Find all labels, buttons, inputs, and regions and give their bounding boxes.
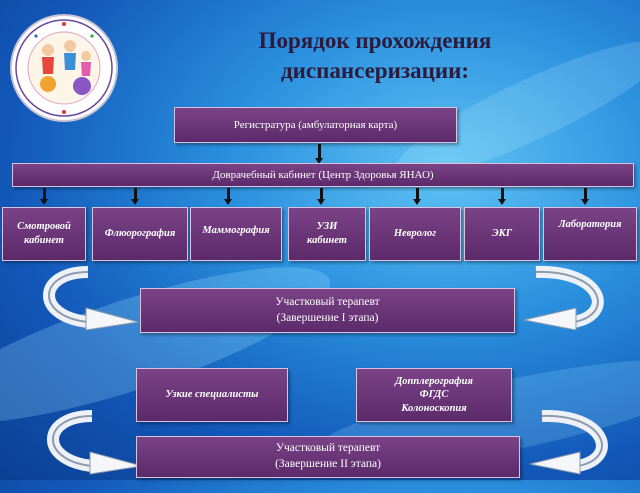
fluorography-node: Флюорография — [92, 207, 188, 261]
arrow-to-laboratory — [581, 188, 589, 205]
therapist-2-line-1: Участковый терапевт — [275, 442, 381, 455]
exam-room-node: Смотровой кабинет — [2, 207, 86, 261]
title-line-2: диспансеризации: — [281, 58, 469, 83]
ultrasound-line-1: УЗИ — [316, 220, 338, 232]
prehospital-node: Доврачебный кабинет (Центр Здоровья ЯНАО… — [12, 163, 634, 187]
diagnostics-line-1: Допплерография — [395, 375, 473, 387]
arrow-to-ultrasound — [317, 188, 325, 205]
laboratory-node: Лаборатория — [543, 207, 637, 261]
diagnostics-node: Допплерография ФГДС Колоноскопия — [356, 368, 512, 422]
therapist-stage-1-node: Участковый терапевт (Завершение I этапа) — [140, 288, 515, 333]
page-title: Порядок прохождения диспансеризации: — [185, 26, 565, 86]
arrow-registry-to-prehospital — [315, 144, 323, 164]
registry-node: Регистратура (амбулаторная карта) — [174, 107, 457, 143]
curved-arrow-left-stage-2 — [47, 410, 143, 475]
neurologist-node: Невролог — [369, 207, 461, 261]
laboratory-label: Лаборатория — [558, 219, 622, 230]
curved-arrow-right-stage-1 — [523, 265, 604, 330]
therapist-1-line-2: (Завершение I этапа) — [276, 311, 379, 324]
arrow-to-ecg — [498, 188, 506, 205]
therapist-2-line-2: (Завершение II этапа) — [275, 458, 381, 470]
therapist-1-line-1: Участковый терапевт — [275, 295, 380, 308]
logo — [10, 14, 118, 122]
exam-room-line-2: кабинет — [24, 235, 64, 246]
arrow-to-fluorography — [131, 188, 139, 205]
diagnostics-line-2: ФГДС — [419, 389, 449, 401]
arrow-to-neurologist — [413, 188, 421, 205]
ecg-node: ЭКГ — [464, 207, 540, 261]
fluorography-label: Флюорография — [104, 227, 176, 239]
mammography-label: Маммография — [202, 225, 270, 236]
mammography-node: Маммография — [190, 207, 282, 261]
curved-arrow-right-stage-2 — [529, 410, 608, 475]
ultrasound-node: УЗИ кабинет — [288, 207, 366, 261]
therapist-stage-2-node: Участковый терапевт (Завершение II этапа… — [136, 436, 520, 478]
curved-arrow-left-stage-1 — [43, 266, 139, 330]
narrow-specialists-label: Узкие специалисты — [165, 388, 259, 400]
narrow-specialists-node: Узкие специалисты — [136, 368, 288, 422]
ultrasound-line-2: кабинет — [307, 235, 347, 246]
title-line-1: Порядок прохождения — [258, 28, 492, 53]
diagnostics-line-3: Колоноскопия — [401, 402, 467, 414]
kids-health-emblem-icon — [15, 19, 113, 117]
neurologist-label: Невролог — [393, 227, 437, 239]
arrow-to-exam-room — [40, 188, 48, 205]
prehospital-label: Доврачебный кабинет (Центр Здоровья ЯНАО… — [212, 168, 434, 181]
exam-room-line-1: Смотровой — [17, 220, 71, 232]
arrow-to-mammography — [224, 188, 232, 205]
ecg-label: ЭКГ — [491, 227, 513, 239]
registry-label: Регистратура (амбулаторная карта) — [233, 118, 398, 131]
